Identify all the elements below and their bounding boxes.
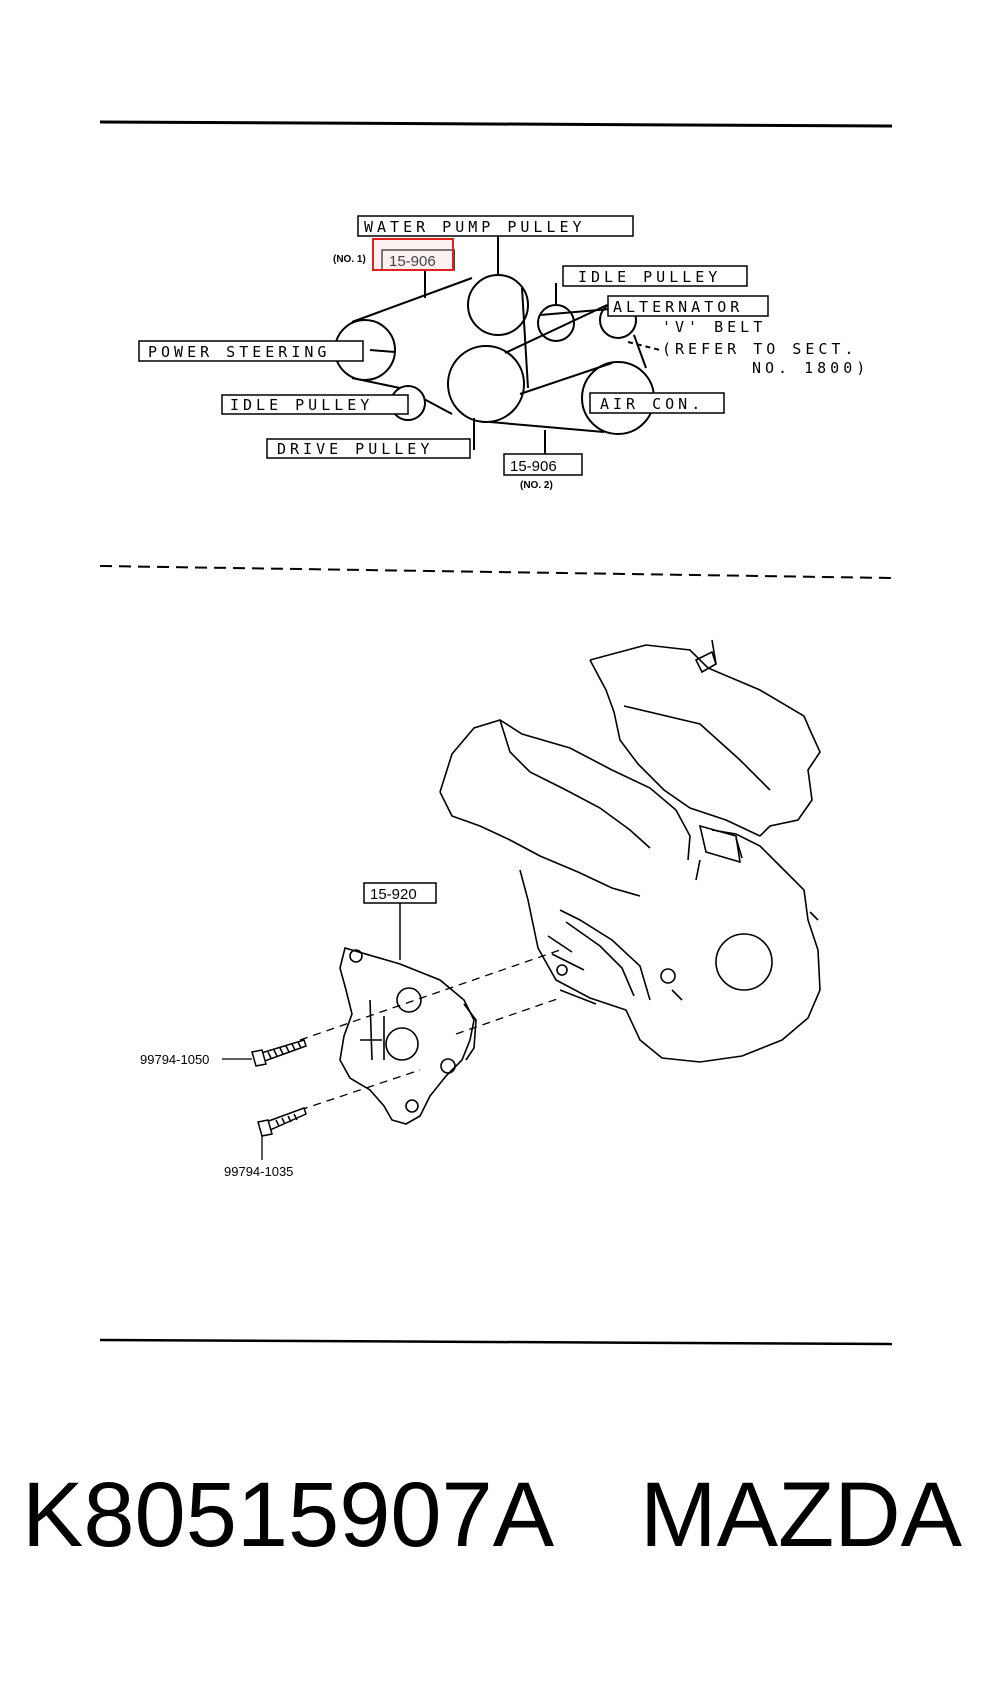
callout-no1-prefix: (NO. 1) <box>333 254 366 265</box>
alternator-label: ALTERNATOR <box>613 298 743 316</box>
leader-power-steering <box>369 349 396 353</box>
bracket-15-920 <box>339 946 477 1125</box>
idle-pulley-top-label: IDLE PULLEY <box>578 268 721 286</box>
callout-no2-part: 15-906 <box>510 458 557 475</box>
belt-no2 <box>489 304 647 433</box>
water-pump-pulley-label: WATER PUMP PULLEY <box>364 218 586 236</box>
bolt-99794-1050 <box>251 1039 307 1067</box>
bolt-2-label: 99794-1035 <box>224 1164 293 1179</box>
callout-no1-part: 15-906 <box>389 253 436 270</box>
belt-diagram <box>334 235 661 456</box>
drive-pulley <box>447 345 525 423</box>
bracket-part-label: 15-920 <box>370 886 417 903</box>
v-belt-label: 'V' BELT <box>662 318 766 336</box>
idle-pulley-bottom-box <box>221 394 409 415</box>
brand-name: MAZDA <box>640 1464 962 1566</box>
engine-block <box>439 639 821 1063</box>
belt-no1 <box>351 277 529 415</box>
bolt-1-label: 99794-1050 <box>140 1052 209 1067</box>
air-con-box <box>589 392 725 414</box>
air-con-label: AIR CON. <box>600 395 704 413</box>
idle-pulley-top-box <box>562 265 748 287</box>
callout-no2-box <box>503 453 583 476</box>
refer-label-line2: NO. 1800) <box>752 359 869 377</box>
alternator-box <box>607 295 769 317</box>
water-pump-pulley <box>467 274 529 336</box>
v-belt-leader <box>627 341 661 351</box>
idle-pulley-bottom-label: IDLE PULLEY <box>230 396 373 414</box>
footer: K80515907A MAZDA <box>0 1460 992 1580</box>
dashed-separator <box>99 565 893 579</box>
drive-pulley-label: DRIVE PULLEY <box>277 440 433 458</box>
drive-pulley-box <box>266 438 471 459</box>
highlight-box <box>372 238 454 271</box>
top-rule <box>99 120 893 128</box>
callout-no2-suffix: (NO. 2) <box>520 480 553 491</box>
bottom-rule <box>99 1338 893 1346</box>
part-number: K80515907A <box>22 1464 555 1566</box>
alignment-lines <box>299 949 561 1111</box>
power-steering-label: POWER STEERING <box>148 343 330 361</box>
refer-label-line1: (REFER TO SECT. <box>662 340 857 358</box>
water-pump-pulley-box <box>357 215 634 237</box>
bolt-99794-1035 <box>257 1107 307 1137</box>
power-steering-box <box>138 340 364 362</box>
